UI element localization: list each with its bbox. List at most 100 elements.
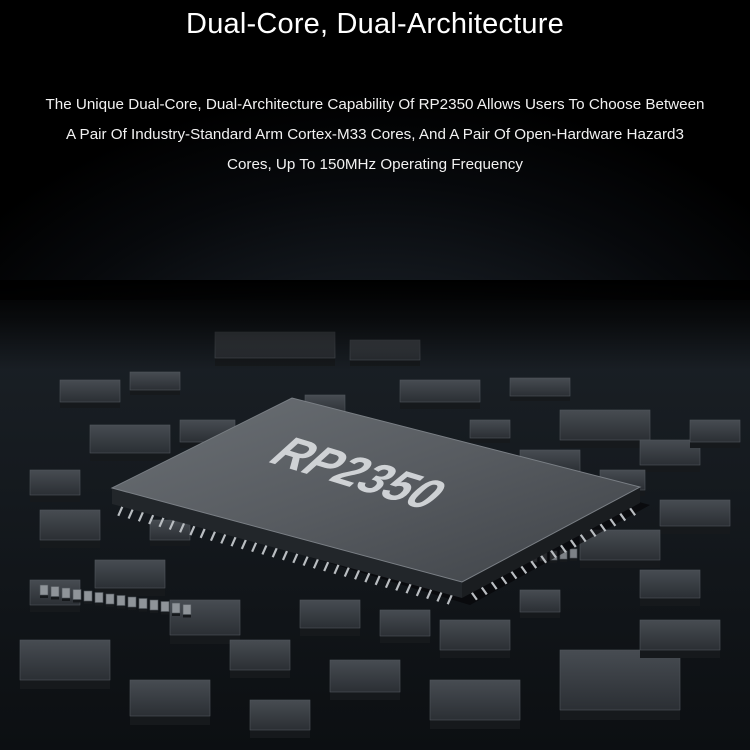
board-component (182, 604, 192, 618)
description-line-3: Cores, Up To 150MHz Operating Frequency (226, 156, 523, 173)
chip-pin (530, 560, 538, 569)
chip-pins (117, 506, 637, 605)
chip-pin (426, 589, 433, 600)
board-component (129, 371, 181, 395)
board-component (61, 587, 71, 601)
chip-pin (271, 547, 278, 558)
chip-pin (158, 517, 165, 528)
board-component (19, 639, 111, 689)
chip-pin (292, 553, 299, 564)
chip-pin (470, 592, 478, 601)
chip-pin (251, 542, 258, 553)
chip-pin (179, 522, 186, 533)
board-component (214, 331, 336, 366)
chip-pin (395, 580, 402, 591)
page-title: Dual-Core, Dual-Architecture (186, 8, 564, 40)
board-component (329, 659, 401, 700)
board-component (138, 598, 148, 612)
chip-pin (540, 555, 548, 564)
chip-pin (333, 564, 340, 575)
board-component (94, 592, 104, 606)
board-component (399, 379, 481, 409)
chip-pin (446, 594, 453, 605)
chip-pin (490, 581, 498, 590)
board-component (299, 599, 361, 636)
chip-pin (261, 545, 268, 555)
board-component (349, 339, 421, 366)
chip-pin (230, 536, 237, 547)
chip-pin (220, 533, 227, 544)
board-component (559, 649, 681, 720)
chip-pin (323, 561, 330, 572)
board-component (149, 599, 159, 613)
chip-pin (436, 592, 443, 602)
description: The Unique Dual-Core, Dual-Architecture … (0, 90, 750, 180)
chip-pin (579, 534, 587, 543)
board-component (72, 589, 82, 603)
chip-pin (281, 550, 289, 561)
board-component (469, 419, 511, 443)
chip-pin (480, 586, 488, 596)
board-component (579, 529, 661, 568)
description-line-2: A Pair Of Industry-Standard Arm Cortex-M… (66, 126, 684, 143)
chip-pin (415, 586, 422, 597)
chip-pin (619, 512, 627, 522)
board-component (50, 586, 60, 600)
board-component (229, 639, 291, 678)
chip-pin (127, 509, 134, 519)
board-component (429, 679, 521, 729)
board-component (689, 419, 741, 448)
board-component (569, 548, 578, 561)
chip-pin (354, 569, 361, 580)
board-component (160, 601, 170, 615)
chip-pin (550, 549, 557, 559)
chip-pin (609, 518, 617, 527)
chip-pin (240, 539, 247, 550)
chip-pin (374, 575, 381, 586)
board-component (439, 619, 511, 658)
board-components (19, 331, 741, 738)
board-component (519, 589, 561, 618)
chip-pin (589, 528, 597, 538)
chip-pin (199, 528, 206, 539)
board-component (379, 609, 431, 643)
chip-pin (510, 570, 518, 580)
board-component (249, 699, 311, 738)
chip-pin (117, 506, 124, 517)
board-component (39, 509, 101, 548)
rp2350-chip: RP2350 (110, 397, 650, 605)
chip-pin (629, 507, 637, 516)
board-component (171, 602, 181, 616)
board-component (116, 595, 126, 609)
chip-pin (364, 572, 371, 583)
chip-pin (599, 523, 607, 532)
board-component (639, 619, 721, 658)
board-component (94, 559, 166, 596)
chip-pin (168, 520, 175, 531)
board-component (559, 409, 651, 448)
board-component (129, 679, 211, 725)
board-component (59, 379, 121, 408)
chip-pin (569, 539, 577, 548)
chip-pin (405, 583, 412, 594)
chip-pin (500, 576, 508, 585)
chip-pin (384, 578, 391, 589)
board-component (169, 599, 241, 644)
chip-pin (520, 565, 528, 574)
board-component (89, 424, 171, 461)
chip-pin (343, 567, 350, 578)
description-line-1: The Unique Dual-Core, Dual-Architecture … (45, 96, 705, 113)
chip-pin (137, 511, 144, 522)
board-component (639, 569, 701, 606)
chip-pin (312, 558, 319, 569)
board-component (659, 499, 731, 534)
board-component (127, 596, 137, 610)
board-component (39, 584, 49, 598)
chip-pin (189, 525, 196, 536)
board-component (105, 593, 115, 607)
chip-pin (302, 556, 309, 566)
board-component (29, 469, 81, 502)
chip-pin (209, 531, 216, 542)
chip-pin (148, 514, 155, 525)
